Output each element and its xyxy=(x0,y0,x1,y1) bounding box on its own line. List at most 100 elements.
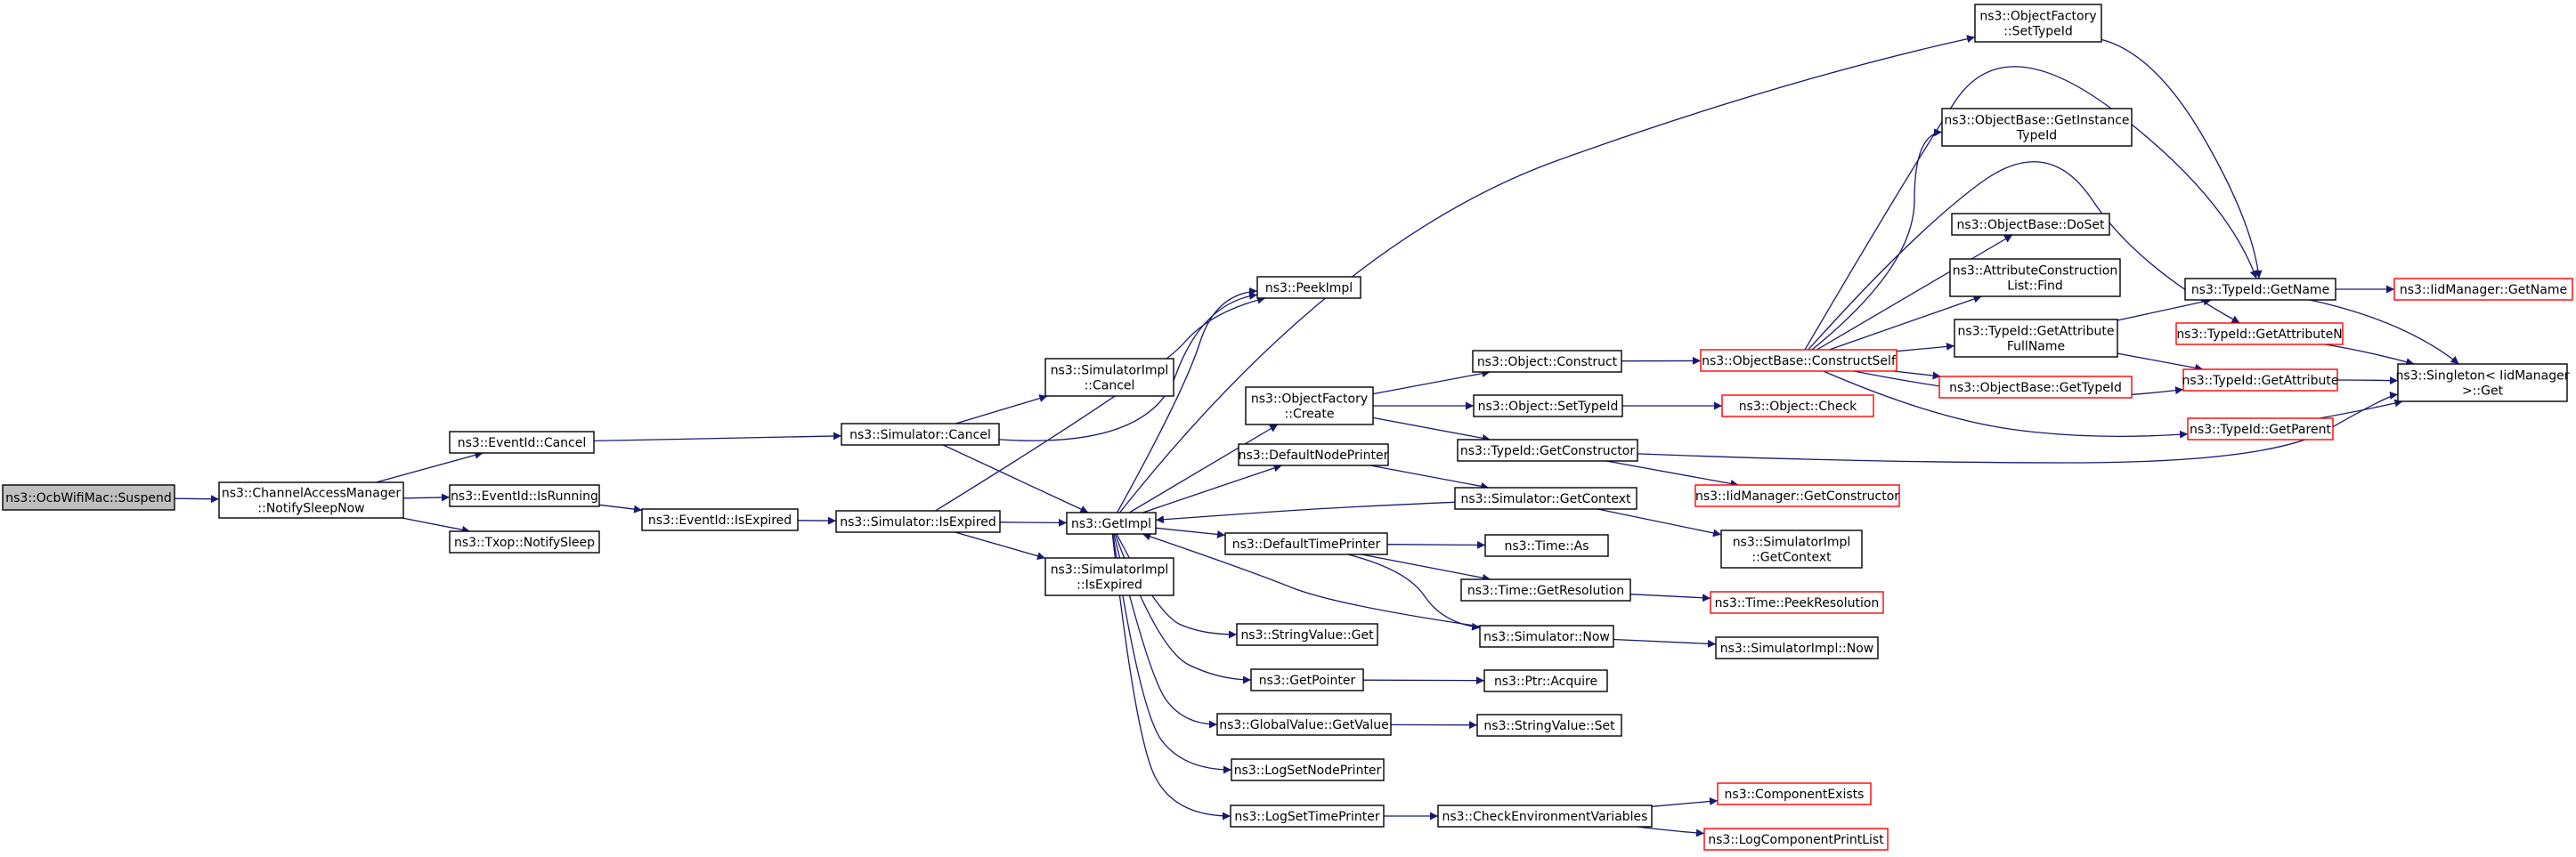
node-eventid-isexpired[interactable]: ns3::EventId::IsExpired xyxy=(641,508,799,531)
node-simimpl-isexpired[interactable]: ns3::SimulatorImpl::IsExpired xyxy=(1044,557,1174,596)
node-label: ns3::Singleton< IidManager xyxy=(2396,369,2570,384)
node-box xyxy=(1710,591,1884,614)
node-eventid-isrunning[interactable]: ns3::EventId::IsRunning xyxy=(449,484,600,507)
node-object-settypeid[interactable]: ns3::Object::SetTypeId xyxy=(1473,394,1623,417)
node-logsetnodeprinter[interactable]: ns3::LogSetNodePrinter xyxy=(1231,758,1385,781)
node-defaultnodeprinter[interactable]: ns3::DefaultNodePrinter xyxy=(1238,443,1389,466)
edge-simulator-getcontext-to-simimpl-getcontext xyxy=(1597,508,1722,538)
node-label: ns3::TypeId::GetParent xyxy=(2190,423,2331,437)
node-label: ns3::ChannelAccessManager xyxy=(222,487,402,501)
node-checkenv[interactable]: ns3::CheckEnvironmentVariables xyxy=(1437,804,1653,828)
edge-simulator-isexpired-to-peekimpl xyxy=(935,295,1266,512)
edge-objbase-constructself-to-attrconstructionlist-find xyxy=(1829,295,1982,351)
node-box xyxy=(1974,4,2102,43)
node-stringvalue-get[interactable]: ns3::StringValue::Get xyxy=(1236,623,1378,646)
node-object-check[interactable]: ns3::Object::Check xyxy=(1721,394,1874,417)
node-getpointer[interactable]: ns3::GetPointer xyxy=(1250,668,1364,691)
node-typeid-getattributen[interactable]: ns3::TypeId::GetAttributeN xyxy=(2175,322,2344,345)
node-singleton-get[interactable]: ns3::Singleton< IidManager >::Get xyxy=(2396,363,2570,402)
node-label: ns3::SimulatorImpl::Now xyxy=(1720,642,1874,656)
node-box xyxy=(1720,530,1863,569)
node-box xyxy=(1216,713,1392,736)
node-objbase-gettypeid[interactable]: ns3::ObjectBase::GetTypeId xyxy=(1938,376,2133,399)
node-label: ns3::Simulator::Now xyxy=(1483,630,1610,644)
node-box xyxy=(449,530,600,554)
node-label: ns3::AttributeConstruction xyxy=(1953,264,2117,279)
node-object-construct[interactable]: ns3::Object::Construct xyxy=(1472,350,1622,373)
node-box xyxy=(1238,443,1389,466)
node-label: ns3::ObjectFactory xyxy=(1251,392,1368,407)
edge-getimpl-to-defaultnodeprinter xyxy=(1142,464,1282,513)
node-box xyxy=(835,510,1001,533)
node-simimpl-cancel[interactable]: ns3::SimulatorImpl::Cancel xyxy=(1044,358,1174,397)
node-stringvalue-set[interactable]: ns3::StringValue::Set xyxy=(1476,714,1622,737)
edge-getimpl-to-globalvalue-getvalue xyxy=(1113,533,1218,729)
node-box xyxy=(1700,349,1897,372)
node-label: ns3::StringValue::Get xyxy=(1240,628,1374,643)
node-label: ns3::EventId::IsRunning xyxy=(451,489,598,504)
node-typeid-getconstructor[interactable]: ns3::TypeId::GetConstructor xyxy=(1457,439,1638,462)
node-logcomponentprintlist[interactable]: ns3::LogComponentPrintList xyxy=(1703,828,1889,851)
node-objfactory-settypeid[interactable]: ns3::ObjectFactory::SetTypeId xyxy=(1974,4,2102,43)
node-label: ns3::Txop::NotifySleep xyxy=(454,536,595,550)
node-eventid-cancel[interactable]: ns3::EventId::Cancel xyxy=(449,431,595,454)
edge-typeid-getattributefullname-to-typeid-getattribute xyxy=(2117,352,2204,372)
node-simulator-cancel[interactable]: ns3::Simulator::Cancel xyxy=(841,423,1000,446)
node-ptr-acquire[interactable]: ns3::Ptr::Acquire xyxy=(1483,669,1608,692)
node-time-peekresolution[interactable]: ns3::Time::PeekResolution xyxy=(1710,591,1884,614)
node-simulator-isexpired[interactable]: ns3::Simulator::IsExpired xyxy=(835,510,1001,533)
edge-objbase-constructself-to-typeid-getattributefullname xyxy=(1896,342,1955,352)
node-txop-notifysleep[interactable]: ns3::Txop::NotifySleep xyxy=(449,530,600,554)
edge-typeid-getconstructor-to-singleton-get xyxy=(1637,391,2399,464)
node-label: ::NotifySleepNow xyxy=(257,502,364,516)
node-label: ns3::Simulator::IsExpired xyxy=(840,515,996,530)
node-time-as[interactable]: ns3::Time::As xyxy=(1484,534,1609,557)
edge-simulator-isexpired-to-simimpl-isexpired xyxy=(955,531,1046,561)
node-notify-sleep-now[interactable]: ns3::ChannelAccessManager::NotifySleepNo… xyxy=(218,481,404,519)
edge-simulator-now-to-simimpl-now xyxy=(1613,638,1717,648)
node-suspend[interactable]: ns3::OcbWifiMac::Suspend xyxy=(2,484,175,511)
edge-objbase-constructself-to-objbase-getinstancetypeid xyxy=(1811,128,1943,351)
edge-getimpl-to-defaulttimeprinter xyxy=(1155,527,1226,538)
node-logsettimeprinter[interactable]: ns3::LogSetTimePrinter xyxy=(1230,804,1385,828)
edge-time-getresolution-to-time-peekresolution xyxy=(1629,594,1711,602)
node-label: ns3::PeekImpl xyxy=(1265,281,1353,295)
node-objbase-doset[interactable]: ns3::ObjectBase::DoSet xyxy=(1951,213,2110,236)
node-objfactory-create[interactable]: ns3::ObjectFactory::Create xyxy=(1245,386,1374,425)
node-globalvalue-getvalue[interactable]: ns3::GlobalValue::GetValue xyxy=(1216,713,1392,736)
node-componentexists[interactable]: ns3::ComponentExists xyxy=(1717,782,1872,805)
node-label: ns3::Simulator::GetContext xyxy=(1460,492,1631,506)
node-peekimpl[interactable]: ns3::PeekImpl xyxy=(1256,276,1361,299)
node-label: ns3::TypeId::GetAttribute xyxy=(2182,374,2339,388)
node-label: ns3::Time::PeekResolution xyxy=(1715,596,1880,610)
node-iidmanager-getname[interactable]: ns3::IidManager::GetName xyxy=(2393,278,2573,301)
node-simimpl-getcontext[interactable]: ns3::SimulatorImpl::GetContext xyxy=(1720,530,1863,569)
node-typeid-getparent[interactable]: ns3::TypeId::GetParent xyxy=(2187,417,2334,441)
node-label: ns3::StringValue::Set xyxy=(1483,719,1615,733)
edge-notify-sleep-now-to-eventid-isrunning xyxy=(402,493,451,502)
node-label: ns3::IidManager::GetConstructor xyxy=(1695,489,1899,504)
edge-simulator-cancel-to-getimpl xyxy=(942,444,1089,513)
node-iidmanager-getconstructor[interactable]: ns3::IidManager::GetConstructor xyxy=(1694,484,1900,507)
node-simulator-getcontext[interactable]: ns3::Simulator::GetContext xyxy=(1454,487,1637,510)
edge-simulator-isexpired-to-getimpl xyxy=(999,518,1068,527)
edge-typeid-getparent-to-singleton-get xyxy=(2319,399,2403,419)
node-simulator-now[interactable]: ns3::Simulator::Now xyxy=(1479,625,1614,648)
node-getimpl[interactable]: ns3::GetImpl xyxy=(1066,512,1157,535)
edge-objbase-constructself-to-typeid-getname xyxy=(1804,66,2258,351)
node-label: ns3::ObjectBase::GetTypeId xyxy=(1949,381,2122,395)
node-time-getresolution[interactable]: ns3::Time::GetResolution xyxy=(1460,578,1631,602)
node-box xyxy=(1245,386,1374,425)
node-box xyxy=(1476,714,1622,737)
node-label: ns3::SimulatorImpl xyxy=(1733,536,1851,550)
node-box xyxy=(449,484,600,507)
node-typeid-getname[interactable]: ns3::TypeId::GetName xyxy=(2184,278,2336,301)
node-simimpl-now[interactable]: ns3::SimulatorImpl::Now xyxy=(1715,636,1879,659)
node-typeid-getattribute[interactable]: ns3::TypeId::GetAttribute xyxy=(2182,368,2339,392)
node-defaulttimeprinter[interactable]: ns3::DefaultTimePrinter xyxy=(1224,532,1388,555)
node-objbase-constructself[interactable]: ns3::ObjectBase::ConstructSelf xyxy=(1700,349,1897,372)
